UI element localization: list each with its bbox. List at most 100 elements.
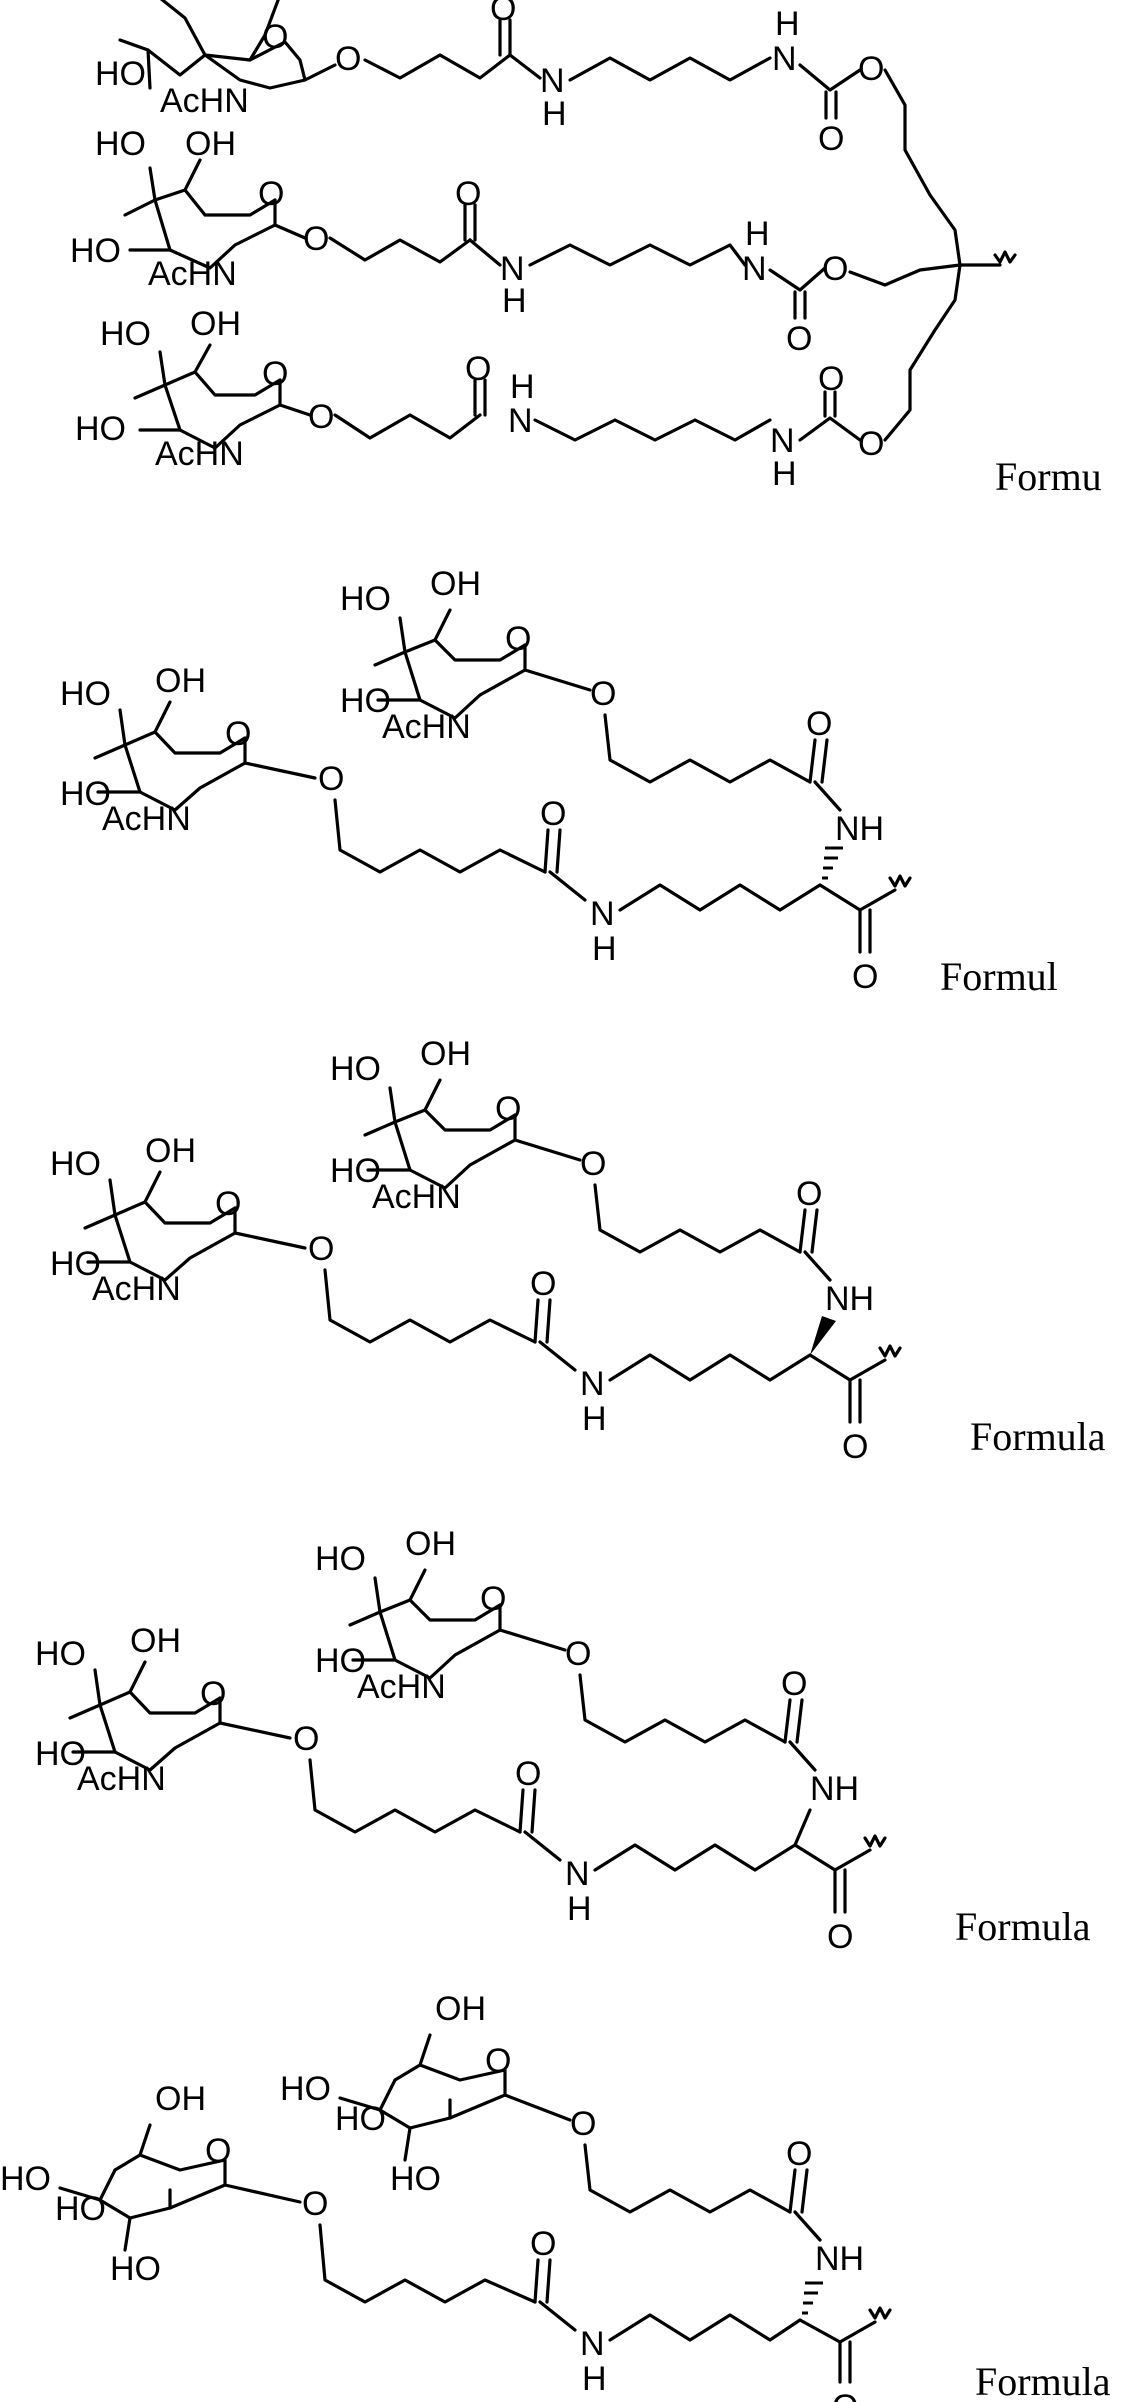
glycoside-o-label: O	[580, 1145, 606, 1183]
glycoside-o-label: O	[335, 40, 361, 78]
carbonyl-o-label: O	[455, 175, 481, 213]
ring-o-label: O	[505, 620, 531, 658]
nh-label: NH	[825, 1280, 874, 1318]
glycoside-o-label: O	[293, 1720, 319, 1758]
carbonyl-o-label: O	[786, 2135, 812, 2173]
amide-h-label: H	[542, 95, 567, 133]
carbonyl-o-label: O	[465, 350, 491, 388]
amide-n-label: N	[590, 895, 615, 933]
oh-label: OH	[405, 1525, 456, 1563]
carbonyl-o-label: O	[530, 2225, 556, 2263]
achn-label: AcHN	[102, 800, 191, 838]
ring-o-label: O	[200, 1675, 226, 1713]
carbonyl-o-label: O	[827, 1918, 853, 1956]
ho-label: HO	[280, 2070, 331, 2108]
ho-label: HO	[95, 125, 146, 163]
amide-n-label: N	[565, 1855, 590, 1893]
glycoside-o-label: O	[318, 760, 344, 798]
achn-label: AcHN	[77, 1760, 166, 1798]
oh-label: OH	[435, 1990, 486, 2028]
carbamate-h-label: H	[745, 215, 770, 253]
nh-label: NH	[810, 1770, 859, 1808]
glycoside-o-label: O	[565, 1635, 591, 1673]
sugar-ring-3: HO OH O HO AcHN O	[75, 305, 334, 473]
oh-label: OH	[430, 565, 481, 603]
carbamate-o-label: O	[786, 320, 812, 358]
formula-2-structure: HO OH O HO AcHN O O NH HO OH O HO AcHN O…	[60, 565, 1058, 999]
amide-h-label: H	[502, 282, 527, 320]
ho-label: HO	[330, 1050, 381, 1088]
carbonyl-o-label: O	[515, 1755, 541, 1793]
formula-1-structure: HO AcHN O O O N H N H O O HO OH O	[70, 0, 1102, 499]
ring-o-label: O	[215, 1185, 241, 1223]
carbonyl-o-label: O	[781, 1665, 807, 1703]
carbonyl-o-label: O	[806, 705, 832, 743]
ho-label: HO	[60, 675, 111, 713]
formula-5-structure: OH HO HO HO O O O NH OH HO HO HO O O	[0, 1990, 1111, 2402]
ho-label: HO	[55, 2190, 106, 2228]
glycoside-o-label: O	[570, 2105, 596, 2143]
amide-h-label: H	[592, 930, 617, 968]
ho-label: HO	[315, 1540, 366, 1578]
amide-n-label: N	[580, 1365, 605, 1403]
ho-label: HO	[35, 1635, 86, 1673]
oh-label: OH	[145, 1132, 196, 1170]
ho-label: HO	[75, 410, 126, 448]
amide-h-label: H	[582, 1400, 607, 1438]
achn-label: AcHN	[155, 435, 244, 473]
carbonyl-o-label: O	[530, 1265, 556, 1303]
ho-label: HO	[110, 2250, 161, 2288]
ho-label: HO	[335, 2100, 386, 2138]
carbamate-o-label: O	[818, 360, 844, 398]
achn-label: AcHN	[160, 82, 249, 120]
achn-label: AcHN	[372, 1178, 461, 1216]
ring-o-label: O	[205, 2132, 231, 2170]
ho-label: HO	[95, 55, 146, 93]
achn-label: AcHN	[92, 1270, 181, 1308]
formula-3-caption: Formula	[970, 1414, 1106, 1459]
carbonyl-o-label: O	[842, 1428, 868, 1466]
formula-4-caption: Formula	[955, 1904, 1091, 1949]
sugar-ring-2: HO OH O HO AcHN O	[70, 125, 329, 293]
sugar-ring-1: HO AcHN O O	[95, 0, 361, 120]
nh-label: NH	[835, 810, 884, 848]
ho-label: HO	[70, 232, 121, 270]
amide-h-label: H	[582, 2360, 607, 2398]
carbamate-h-label: H	[772, 455, 797, 493]
carbonyl-o-label: O	[852, 958, 878, 996]
ring-o-label: O	[480, 1580, 506, 1618]
ring-o-label: O	[485, 2042, 511, 2080]
achn-label: AcHN	[357, 1668, 446, 1706]
formula-3-structure: HO OH O HO AcHN O O NH HO OH O HO AcHN O…	[50, 1035, 1106, 1466]
carbonyl-o-label: O	[832, 2388, 858, 2402]
oh-label: OH	[420, 1035, 471, 1073]
glycoside-o-label: O	[303, 220, 329, 258]
ring-o-label: O	[258, 175, 284, 213]
ho-label: HO	[340, 580, 391, 618]
amide-h-label: H	[567, 1890, 592, 1928]
oh-label: OH	[185, 125, 236, 163]
ring-o-label: O	[225, 715, 251, 753]
ring-o-label: O	[262, 18, 288, 56]
glycoside-o-label: O	[302, 2185, 328, 2223]
carbamate-n-label: N	[772, 40, 797, 78]
carbonyl-o-label: O	[540, 795, 566, 833]
carbonyl-o-label: O	[490, 0, 516, 28]
carbamate-h-label: H	[775, 5, 800, 43]
ho-label: HO	[390, 2160, 441, 2198]
oh-label: OH	[155, 662, 206, 700]
oh-label: OH	[190, 305, 241, 343]
ester-o-label: O	[858, 425, 884, 463]
formula-2-caption: Formul	[940, 954, 1058, 999]
achn-label: AcHN	[382, 708, 471, 746]
amide-h-label: H	[510, 368, 535, 406]
ring-o-label: O	[495, 1090, 521, 1128]
carbamate-o-label: O	[818, 120, 844, 158]
carbamate-n-label: N	[742, 250, 767, 288]
amide-n-label: N	[508, 402, 533, 440]
ester-o-label: O	[822, 250, 848, 288]
ho-label: HO	[100, 315, 151, 353]
carbonyl-o-label: O	[796, 1175, 822, 1213]
glycoside-o-label: O	[308, 1230, 334, 1268]
